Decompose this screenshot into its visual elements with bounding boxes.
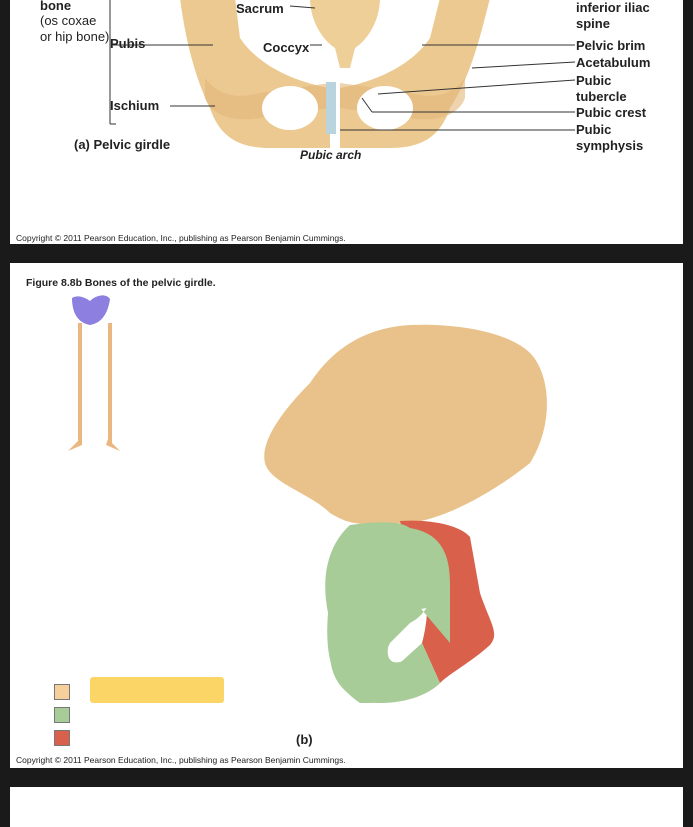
label-hip-bone: bone xyxy=(40,0,72,13)
label-pubic-symphysis: Pubic symphysis xyxy=(576,122,644,153)
answer-highlight xyxy=(90,677,224,703)
figure-title: Figure 8.8b Bones of the pelvic girdle. xyxy=(26,277,216,289)
label-pubic-arch: Pubic arch xyxy=(300,148,362,162)
label-pubic-crest: Pubic crest xyxy=(576,105,647,120)
copyright: Copyright © 2011 Pearson Education, Inc.… xyxy=(16,755,346,765)
label-pubis: Pubis xyxy=(110,36,146,51)
caption-pelvic-girdle: (a) Pelvic girdle xyxy=(74,137,171,152)
label-sacrum: Sacrum xyxy=(236,1,284,16)
slide-pelvic-girdle: bone (os coxae or hip bone) Pubis Ischiu… xyxy=(10,0,683,244)
label-pubic-tubercle: Pubic tubercle xyxy=(576,73,627,104)
label-acetabulum: Acetabulum xyxy=(576,55,651,70)
skeleton-thumbnail xyxy=(68,295,120,451)
legend-swatch-ilium xyxy=(54,684,70,700)
copyright: Copyright © 2011 Pearson Education, Inc.… xyxy=(16,233,346,243)
hip-bone-illustration xyxy=(68,295,547,703)
legend-swatch-pubis xyxy=(54,730,70,746)
label-anterior-inferior-iliac-spine: Anterior inferior iliac spine xyxy=(576,0,650,31)
pelvic-girdle-illustration xyxy=(109,0,576,148)
label-coccyx: Coccyx xyxy=(263,40,310,55)
slide-bones-of-pelvic-girdle: Figure 8.8b Bones of the pelvic girdle. … xyxy=(10,263,683,768)
legend-swatch-ischium xyxy=(54,707,70,723)
next-slide xyxy=(10,787,683,827)
label-pelvic-brim: Pelvic brim xyxy=(576,38,646,53)
panel-label-b: (b) xyxy=(296,732,313,747)
label-ischium: Ischium xyxy=(110,98,160,113)
label-hip-bone-sub: (os coxae or hip bone) xyxy=(40,13,110,44)
